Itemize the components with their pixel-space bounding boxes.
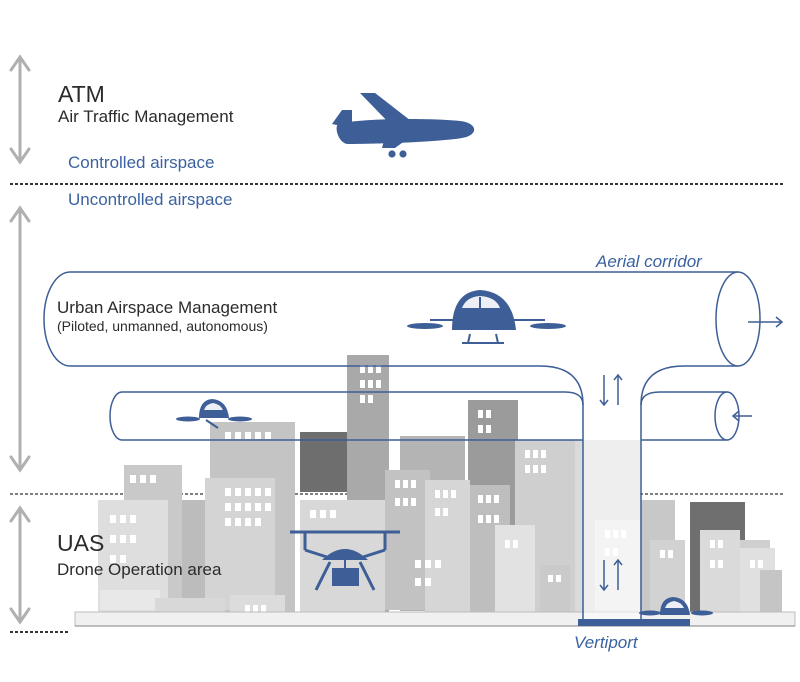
small-air-taxi-icon — [176, 399, 252, 429]
vertiport-label: Vertiport — [574, 633, 638, 652]
city-skyline — [74, 355, 796, 627]
uas-title: UAS — [57, 530, 105, 556]
uncontrolled-airspace-label: Uncontrolled airspace — [68, 190, 233, 209]
vertiport-air-taxi-icon — [639, 597, 713, 616]
quadcopter-drone-icon — [290, 530, 400, 591]
uas-subtitle: Drone Operation area — [57, 560, 222, 579]
atm-title: ATM — [58, 81, 105, 107]
uas-height-arrow — [9, 505, 31, 625]
atm-height-arrow — [9, 54, 31, 165]
vertical-traffic-arrows-lower-icon — [599, 558, 623, 592]
vertiport-shaft — [582, 440, 642, 620]
uam-subtitle: (Piloted, unmanned, autonomous) — [57, 318, 268, 334]
vertical-traffic-arrows-upper-icon — [599, 373, 623, 407]
air-taxi-icon — [407, 290, 566, 344]
corridor-entry-arrow-icon — [731, 410, 752, 422]
vertiport-pad — [578, 619, 690, 626]
aerial-corridor-upper — [43, 271, 761, 440]
uncontrolled-height-arrow — [9, 205, 31, 473]
aerial-corridor-label: Aerial corridor — [596, 252, 702, 271]
atm-subtitle: Air Traffic Management — [58, 107, 234, 126]
aerial-corridor-lower — [109, 391, 740, 441]
uam-title: Urban Airspace Management — [57, 298, 278, 317]
airplane-icon — [332, 93, 475, 158]
controlled-airspace-label: Controlled airspace — [68, 153, 215, 172]
corridor-exit-arrow-icon — [748, 316, 784, 328]
